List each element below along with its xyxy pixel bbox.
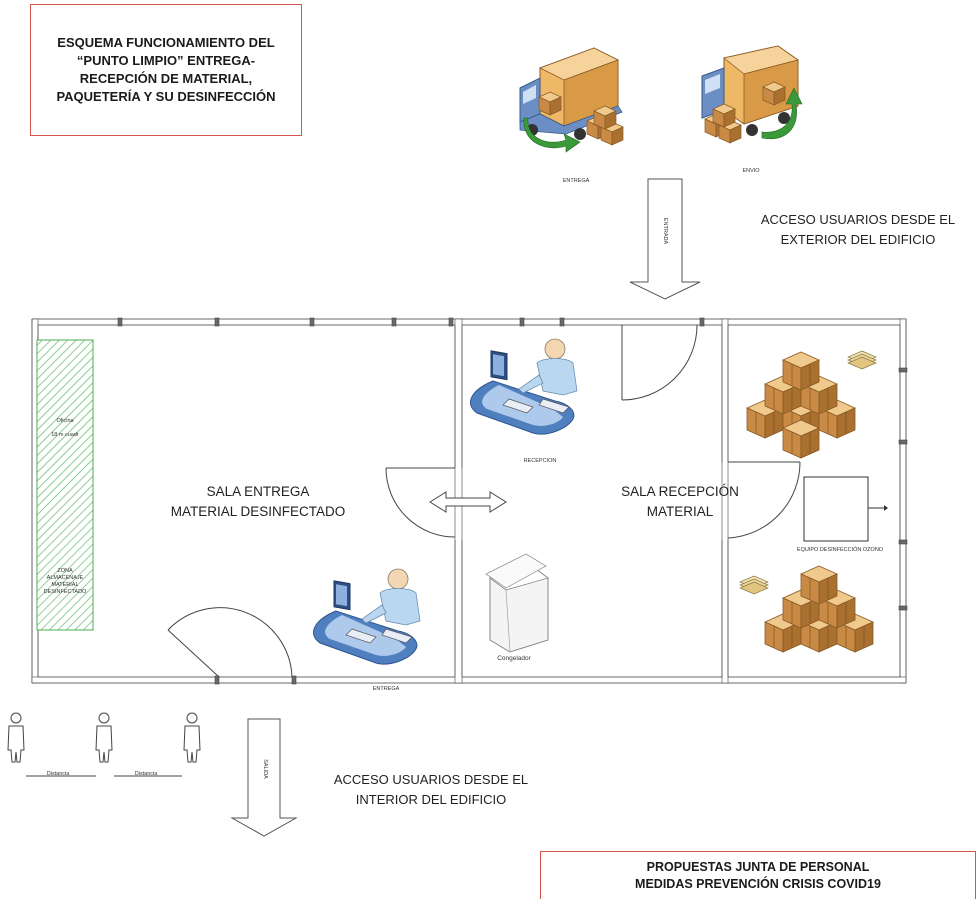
exit-arrow <box>230 718 298 837</box>
room-recepcion-line2: MATERIAL <box>646 504 714 519</box>
access-exterior-line1: ACCESO USUARIOS DESDE EL <box>760 212 956 227</box>
freezer-icon <box>485 553 549 653</box>
zone-label: ZONA ALMACENAJE MATERIAL DESINFECTADO <box>43 568 87 595</box>
access-interior-line2: INTERIOR DEL EDIFICIO <box>355 792 507 807</box>
office-line1: Oficina <box>56 418 74 424</box>
storage-strip <box>36 339 94 631</box>
office-label: Oficina 18 m cuadr <box>38 418 92 438</box>
distance-label-1: Distancia <box>46 771 70 777</box>
entry-arrow-label: ENTRADA <box>662 217 668 245</box>
room-entrega-line2: MATERIAL DESINFECTADO <box>170 504 346 519</box>
entrega-bottom-label: ENTREGA <box>372 686 400 692</box>
room-label-entrega: SALA ENTREGA MATERIAL DESINFECTADO <box>138 482 378 522</box>
truck-entrega-icon <box>519 47 624 153</box>
congelador-label: Congelador <box>497 655 531 662</box>
entry-arrow <box>629 178 701 300</box>
distance-label-2: Distancia <box>134 771 158 777</box>
access-exterior-text: ACCESO USUARIOS DESDE EL EXTERIOR DEL ED… <box>740 210 976 250</box>
person-icon-1 <box>7 712 25 763</box>
double-arrow <box>429 491 507 513</box>
salida-label: SALIDA <box>262 759 268 779</box>
person-icon-2 <box>95 712 113 763</box>
box-stack-bottom-icon <box>739 565 874 653</box>
box-stack-top-icon <box>746 350 877 459</box>
title-box: ESQUEMA FUNCIONAMIENTO DEL “PUNTO LIMPIO… <box>30 4 302 136</box>
room-recepcion-line1: SALA RECEPCIÓN <box>621 484 739 499</box>
person-icon-3 <box>183 712 201 763</box>
delivery-worker-icon <box>312 568 421 665</box>
office-line2: 18 m cuadr <box>51 432 79 438</box>
truck-envio-icon <box>701 45 803 144</box>
footer-line2: MEDIDAS PREVENCIÓN CRISIS COVID19 <box>635 876 881 891</box>
door-swings <box>167 324 801 678</box>
ozone-equipment-icon <box>803 476 888 542</box>
equipo-label: EQUIPO DESINFECCIÓN OZONO <box>796 547 884 553</box>
access-interior-text: ACCESO USUARIOS DESDE EL INTERIOR DEL ED… <box>316 770 546 810</box>
diagram-title: ESQUEMA FUNCIONAMIENTO DEL “PUNTO LIMPIO… <box>56 35 276 104</box>
access-interior-line1: ACCESO USUARIOS DESDE EL <box>333 772 529 787</box>
access-exterior-line2: EXTERIOR DEL EDIFICIO <box>780 232 936 247</box>
footer-line1: PROPUESTAS JUNTA DE PERSONAL <box>646 859 870 874</box>
footer-box: PROPUESTAS JUNTA DE PERSONAL MEDIDAS PRE… <box>540 851 976 899</box>
recepcion-desk-label: RECEPCION <box>523 458 557 464</box>
room-label-recepcion: SALA RECEPCIÓN MATERIAL <box>600 482 760 522</box>
room-entrega-line1: SALA ENTREGA <box>206 484 310 499</box>
truck-entrega-label: ENTREGA <box>562 178 590 184</box>
reception-worker-icon <box>469 338 578 435</box>
truck-envio-label: ENVIO <box>742 168 760 174</box>
